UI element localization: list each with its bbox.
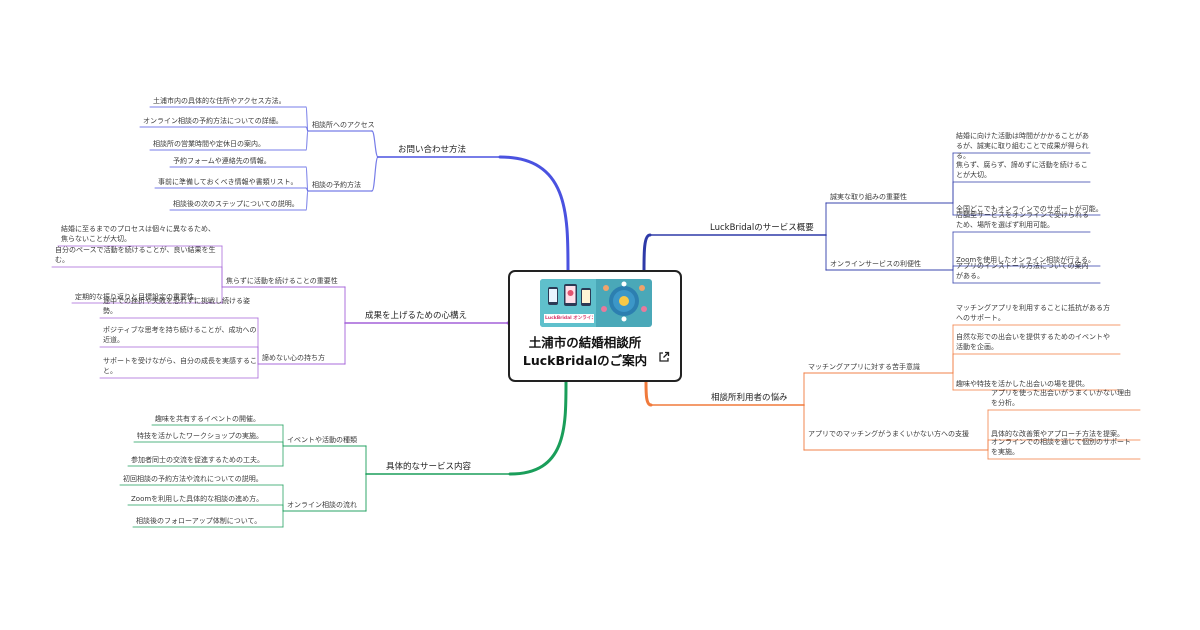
leaf-label-b1-1-2[interactable]: 相談後の次のステップについての説明。 bbox=[173, 200, 299, 208]
child-label-b3-1[interactable]: オンライン相談の流れ bbox=[287, 501, 357, 509]
leaf-label-b2-0-0[interactable]: 結婚に至るまでのプロセスは個々に異なるため、焦らないことが大切。 bbox=[61, 225, 215, 243]
branch-label-b1[interactable]: お問い合わせ方法 bbox=[398, 145, 467, 155]
leaf-label-b3-0-1[interactable]: 特技を活かしたワークショップの実施。 bbox=[137, 432, 263, 440]
leaf-label-b2-0-2[interactable]: 定期的な振り返りと目標設定の重要性。 bbox=[75, 293, 201, 301]
child-label-b2-0[interactable]: 焦らずに活動を続けることの重要性 bbox=[226, 277, 338, 285]
leaf-label-b3-0-2[interactable]: 参加者同士の交流を促進するための工夫。 bbox=[131, 456, 264, 464]
leaf-label-b5-0-0[interactable]: マッチングアプリを利用することに抵抗がある方へのサポート。 bbox=[956, 304, 1110, 322]
branch-trunk-b1 bbox=[498, 155, 570, 272]
leaf-label-b5-1-1[interactable]: 具体的な改善策やアプローチ方法を提案。 bbox=[991, 430, 1124, 438]
branch-label-b3[interactable]: 具体的なサービス内容 bbox=[386, 462, 472, 472]
leaf-label-b1-1-0[interactable]: 予約フォームや連絡先の情報。 bbox=[173, 157, 271, 165]
leaf-label-b3-1-0[interactable]: 初回相談の予約方法や流れについての説明。 bbox=[123, 475, 263, 483]
root-title-line2: LuckBridalのご案内 bbox=[522, 353, 648, 368]
leaf-label-b2-1-0[interactable]: 途中での挫折や失敗を恐れずに挑戦し続ける姿勢。 bbox=[103, 297, 250, 315]
leaf-label-b5-1-0[interactable]: アプリを使った出会いがうまくいかない理由を分析。 bbox=[991, 389, 1131, 407]
leaf-label-b5-0-1[interactable]: 自然な形での出会いを提供するためのイベントや活動を企画。 bbox=[956, 333, 1110, 351]
leaf-label-b3-1-1[interactable]: Zoomを利用した具体的な相談の進め方。 bbox=[131, 495, 264, 503]
leaf-label-b5-1-2[interactable]: オンラインでの相談を通じて個別のサポートを実施。 bbox=[991, 438, 1131, 456]
leaf-label-b4-1-0[interactable]: 店舗型サービスをオンラインで受けられるため、場所を選ばず利用可能。 bbox=[956, 211, 1089, 229]
leaf-label-b3-1-2[interactable]: 相談後のフォローアップ体制について。 bbox=[136, 517, 262, 525]
leaf-label-b4-0-1[interactable]: 焦らず、腐らず、諦めずに活動を続けることが大切。 bbox=[956, 161, 1088, 179]
leaf-label-b5-0-2[interactable]: 趣味や特技を活かした出会いの場を提供。 bbox=[956, 380, 1089, 388]
leaf-label-b2-1-2[interactable]: サポートを受けながら、自分の成長を実感すること。 bbox=[103, 357, 257, 375]
root-title-line1: 土浦市の結婚相談所 bbox=[528, 335, 642, 350]
leaf-label-b1-0-2[interactable]: 相談所の営業時間や定休日の案内。 bbox=[153, 140, 265, 148]
child-label-b4-1[interactable]: オンラインサービスの利便性 bbox=[830, 260, 921, 268]
leaf-label-b1-0-1[interactable]: オンライン相談の予約方法についての詳細。 bbox=[143, 117, 283, 125]
leaf-connector-b1-0-2 bbox=[305, 130, 309, 151]
root-node[interactable]: LuckBridal オンライン婚活 土浦市の結婚相談所 LuckBridalの… bbox=[508, 270, 682, 382]
external-link-icon[interactable] bbox=[658, 351, 670, 363]
branch-label-b5[interactable]: 相談所利用者の悩み bbox=[711, 393, 788, 403]
child-label-b5-0[interactable]: マッチングアプリに対する苦手意識 bbox=[808, 363, 920, 371]
child-label-b4-0[interactable]: 誠実な取り組みの重要性 bbox=[830, 193, 907, 201]
leaf-label-b2-1-1[interactable]: ポジティブな思考を持ち続けることが、成功への近道。 bbox=[103, 326, 257, 344]
child-label-b3-0[interactable]: イベントや活動の種類 bbox=[287, 436, 357, 444]
leaf-label-b1-0-0[interactable]: 土浦市内の具体的な住所やアクセス方法。 bbox=[153, 97, 286, 105]
child-label-b5-1[interactable]: アプリでのマッチングがうまくいかない方への支援 bbox=[808, 430, 969, 438]
branch-trunk-b3 bbox=[508, 380, 568, 476]
leaf-connector-b1-1-0 bbox=[305, 166, 309, 192]
child-label-b1-1[interactable]: 相談の予約方法 bbox=[312, 181, 361, 189]
thumbnail-caption: LuckBridal オンライン婚活 bbox=[545, 316, 593, 321]
child-label-b1-0[interactable]: 相談所へのアクセス bbox=[312, 121, 375, 129]
leaf-connector-b1-1-2 bbox=[305, 190, 309, 211]
leaf-label-b1-1-1[interactable]: 事前に準備しておくべき情報や書類リスト。 bbox=[158, 178, 298, 186]
leaf-label-b3-0-0[interactable]: 趣味を共有するイベントの開催。 bbox=[155, 415, 260, 423]
branch-trunk-b4 bbox=[642, 233, 652, 272]
root-title: 土浦市の結婚相談所 LuckBridalのご案内 bbox=[510, 334, 660, 370]
child-connector-b1-1 bbox=[371, 156, 379, 192]
leaf-label-b4-0-2[interactable]: 全国どこでもオンラインでのサポートが可能。 bbox=[956, 205, 1103, 213]
child-connector-b1-0 bbox=[371, 130, 379, 158]
branch-label-b2[interactable]: 成果を上げるための心構え bbox=[365, 311, 468, 321]
root-thumbnail: LuckBridal オンライン婚活 bbox=[540, 279, 652, 327]
child-label-b2-1[interactable]: 諦めない心の持ち方 bbox=[262, 354, 325, 362]
leaf-label-b4-1-1[interactable]: Zoomを使用したオンライン相談が行える。 bbox=[956, 256, 1095, 264]
leaf-label-b2-0-1[interactable]: 自分のペースで活動を続けることが、良い結果を生む。 bbox=[55, 246, 216, 264]
branch-trunk-b5 bbox=[644, 380, 653, 407]
leaf-label-b4-0-0[interactable]: 結婚に向けた活動は時間がかかることがあるが、誠実に取り組むことで成果が得られる。 bbox=[956, 132, 1089, 160]
leaf-label-b4-1-2[interactable]: アプリのインストール方法についての案内がある。 bbox=[956, 262, 1089, 280]
branch-label-b4[interactable]: LuckBridalのサービス概要 bbox=[710, 223, 814, 233]
